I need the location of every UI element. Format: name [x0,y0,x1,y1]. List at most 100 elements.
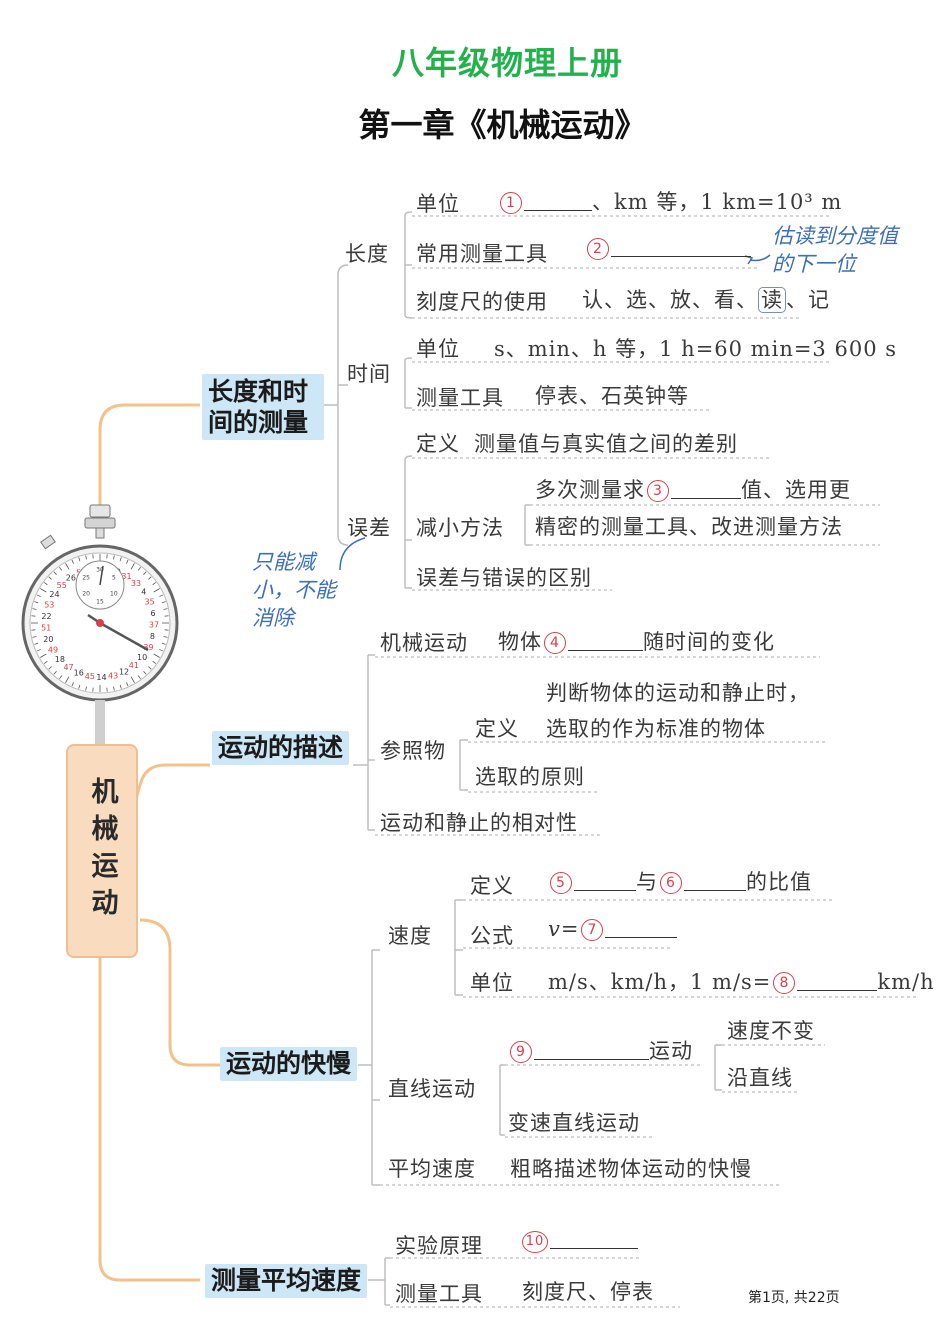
uniform-feature-2: 沿直线 [727,1066,793,1090]
stopwatch-icon: 5930313343563783910411243144516471849205… [21,504,179,745]
stopwatch-tick [137,566,141,571]
ref-def-line1: 判断物体的运动和静止时， [546,681,810,705]
stopwatch-tick [113,686,115,691]
page-footer: 第1页, 共22页 [748,1290,840,1306]
stopwatch-number: 8 [150,632,155,641]
stopwatch-number: 18 [55,655,65,664]
blank-number-2: 2 [587,238,609,260]
stopwatch-tick [65,676,70,683]
stopwatch-tick [40,588,47,593]
error-reduce-line2: 精密的测量工具、改进测量方法 [535,515,843,539]
stopwatch-tick [159,649,164,652]
stopwatch-tick [85,686,87,691]
stopwatch-tick [113,555,115,560]
length-tool-label: 常用测量工具 [416,242,548,266]
ref-def-label: 定义 [475,717,519,741]
stopwatch-tick [36,649,41,652]
blank-line [534,1045,649,1060]
note-estimate: 估读到分度值的下一位 [772,224,898,276]
ruler-use-label: 刻度尺的使用 [416,290,548,314]
stopwatch-number: 26 [66,574,76,583]
stopwatch-tick [152,582,157,586]
blank-number-9: 9 [510,1041,532,1063]
variable-motion: 变速直线运动 [508,1111,640,1135]
stopwatch-tick [153,588,160,593]
blank-line [550,1234,638,1249]
stopwatch-number: 39 [143,643,153,652]
stopwatch-tick [148,666,152,670]
blank-number-1: 1 [500,192,522,214]
stopwatch-number: 49 [48,646,58,655]
stopwatch-tick [40,653,47,658]
stopwatch-tick [59,675,63,680]
ref-def-line2: 选取的作为标准的物体 [546,717,766,741]
stopwatch-number: 14 [96,673,106,682]
stopwatch-number: 47 [63,663,73,672]
measure-tool-text: 刻度尺、停表 [522,1280,654,1304]
stopwatch-number: 41 [129,661,139,670]
stopwatch-tick [119,684,122,689]
error-vs-mistake: 误差与错误的区别 [416,566,592,590]
stopwatch-number: 43 [108,671,118,680]
stopwatch-number: 55 [57,581,67,590]
ref-rule: 选取的原则 [475,765,585,789]
stopwatch-number: 24 [49,590,59,599]
time-tool-label: 测量工具 [416,386,504,410]
stopwatch-tick [152,660,157,664]
stopwatch-tick [159,594,164,597]
time-unit-label: 单位 [416,337,460,361]
note-only-reduce: 只能减小，不能消除 [252,550,336,630]
stopwatch-tick [65,563,70,570]
stopwatch-tick [126,559,129,564]
stopwatch-inner-number: 10 [110,591,118,598]
stopwatch-tick [130,676,135,683]
stopwatch-number: 35 [144,598,154,607]
avg-speed-text: 粗略描述物体运动的快慢 [510,1157,752,1181]
stopwatch-tick [71,682,74,687]
blank-number-5: 5 [550,872,572,894]
stopwatch-tick [143,571,147,575]
stopwatch-tick [48,576,52,580]
error-def-label: 定义 [416,432,460,456]
time-unit-text: s、min、h 等，1 h=60 min=3 600 s [494,337,898,361]
stopwatch-tick [161,642,166,645]
stopwatch-tick [78,684,81,689]
length-unit-row: 1、km 等，1 km=10³ m [498,186,842,216]
stopwatch-tick [143,671,147,675]
blank-number-3: 3 [647,480,669,502]
error-reduce-label: 减小方法 [416,516,504,540]
stopwatch-number: 53 [44,600,54,609]
ruler-use-steps: 认、选、放、看、读、记 [582,287,830,313]
node-linear-motion: 直线运动 [388,1077,476,1101]
stopwatch-number: 31 [121,572,131,581]
stopwatch-inner-number: 5 [112,575,116,582]
length-unit-label: 单位 [416,192,460,216]
node-length: 长度 [345,242,389,266]
uniform-feature-1: 速度不变 [727,1019,815,1043]
time-tool-text: 停表、石英钟等 [535,384,689,408]
stopwatch-tick [53,671,57,675]
stopwatch-tick [153,653,160,658]
stopwatch-number: 37 [149,620,159,629]
blank-line [574,876,636,891]
measure-tool-label: 测量工具 [395,1282,483,1306]
blank-number-4: 4 [544,632,566,654]
stopwatch-tick [137,675,141,680]
node-speed: 速度 [388,924,432,948]
stopwatch-inner-number: 15 [96,599,104,606]
page-title: 八年级物理上册 [391,44,623,82]
speed-unit-label: 单位 [470,971,514,995]
stopwatch-number: 22 [41,612,51,621]
stopwatch-number: 12 [119,667,129,676]
speed-formula-label: 公式 [470,924,514,948]
category-length-time: 长度和时间的测量 [202,374,324,440]
speed-def-label: 定义 [470,874,514,898]
mech-motion-label: 机械运动 [380,631,468,655]
stopwatch-tick [36,594,41,597]
stopwatch-tick [85,555,87,560]
stopwatch-tick [34,642,39,645]
stopwatch-inner-number: 30 [96,567,104,574]
